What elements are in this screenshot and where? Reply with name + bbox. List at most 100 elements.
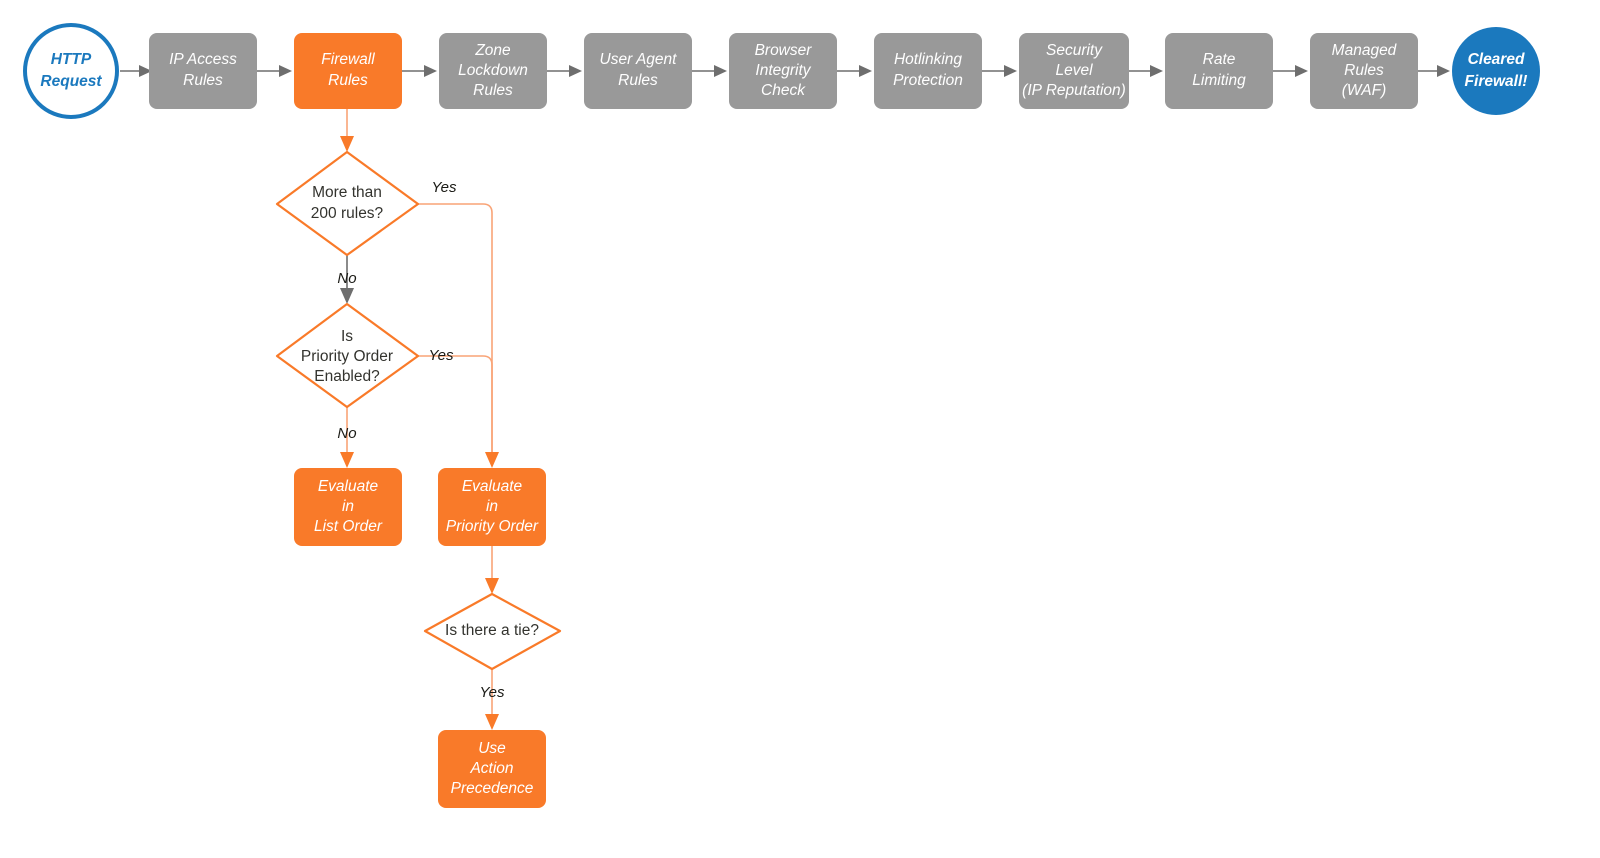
edge-label-priority-yes: Yes: [428, 347, 454, 364]
user-agent-rules-label-line1: User Agent: [600, 51, 678, 68]
browser-integrity-check-box: [729, 33, 837, 109]
zone-lockdown-rules-box: [439, 33, 547, 109]
connector-security-level-to-rate-limiting: [1128, 65, 1163, 77]
is-there-a-tie-diamond: [423, 592, 562, 671]
evaluate-in-priority-order-label-line1: Evaluate: [462, 478, 523, 495]
zone-lockdown-rules-label-line3: Rules: [473, 82, 513, 99]
managed-rules-waf-label-line3: (WAF): [1342, 82, 1386, 99]
browser-integrity-check-label-line2: Integrity: [755, 62, 811, 79]
rate-limiting-label-line2: Limiting: [1192, 72, 1246, 89]
zone-lockdown-rules-label-line2: Lockdown: [458, 62, 528, 79]
connector-hotlinking-to-security-level: [982, 65, 1017, 77]
connector-priority-yes: [418, 355, 493, 452]
branch-connectors: down to Evaluate in Priority Order --> I…: [340, 109, 499, 730]
rate-limiting-label-line1: Rate: [1203, 51, 1236, 68]
connector-browser-integrity-to-hotlinking: [837, 65, 872, 77]
use-action-precedence-label-line2: Action: [469, 760, 513, 777]
user-agent-rules-box: [584, 33, 692, 109]
connector-ip-access-to-firewall: [257, 65, 292, 77]
connector-rules200-yes: [418, 203, 499, 468]
edge-label-tie-yes: Yes: [479, 684, 505, 701]
node-evaluate-in-list-order[interactable]: Evaluate in List Order: [294, 468, 402, 546]
user-agent-rules-label-line2: Rules: [618, 72, 658, 89]
node-hotlinking-protection[interactable]: Hotlinking Protection: [874, 33, 982, 109]
connector-priority-no: [340, 407, 354, 468]
connector-user-agent-to-browser-integrity: [692, 65, 727, 77]
edge-label-rules200-yes: Yes: [431, 179, 457, 196]
firewall-rules-box: [294, 33, 402, 109]
more-than-200-rules-label-line2: 200 rules?: [311, 205, 384, 222]
managed-rules-waf-box: [1310, 33, 1418, 109]
connector-rules200-no: [340, 255, 354, 304]
cleared-firewall-label-line1: Cleared: [1468, 51, 1525, 68]
node-browser-integrity-check[interactable]: Browser Integrity Check: [729, 33, 837, 109]
zone-lockdown-rules-label-line1: Zone: [474, 42, 511, 59]
hotlinking-protection-label-line1: Hotlinking: [894, 51, 962, 68]
managed-rules-waf-label-line1: Managed: [1332, 42, 1398, 59]
node-http-request[interactable]: HTTP Request: [23, 23, 119, 119]
node-managed-rules-waf[interactable]: Managed Rules (WAF): [1310, 33, 1418, 109]
is-priority-order-enabled-label-line3: Enabled?: [314, 368, 380, 385]
edge-labels: Yes No Yes No Yes: [337, 179, 505, 701]
connector-tie-yes: [485, 669, 499, 730]
ip-access-rules-box: [149, 33, 257, 109]
connector-rate-limiting-to-managed-rules: [1273, 65, 1308, 77]
connector-firewall-to-rules200: [340, 109, 354, 152]
node-more-than-200-rules[interactable]: More than 200 rules?: [275, 150, 420, 257]
node-cleared-firewall[interactable]: Cleared Firewall!: [1452, 27, 1540, 115]
is-priority-order-enabled-label-line2: Priority Order: [301, 348, 393, 365]
managed-rules-waf-label-line2: Rules: [1344, 62, 1384, 79]
connector-priority-order-to-tie: [485, 546, 499, 594]
node-zone-lockdown-rules[interactable]: Zone Lockdown Rules: [439, 33, 547, 109]
evaluate-in-list-order-label-line1: Evaluate: [318, 478, 379, 495]
more-than-200-rules-diamond: [275, 150, 420, 257]
security-level-box: [1019, 33, 1129, 109]
ip-access-rules-label-line2: Rules: [183, 72, 223, 89]
http-request-label-line2: Request: [40, 73, 102, 90]
node-is-there-a-tie[interactable]: Is there a tie?: [423, 592, 562, 671]
connector-start-to-ip-access: [120, 65, 152, 77]
evaluate-in-list-order-label-line2: in: [342, 498, 354, 515]
edge-label-rules200-no: No: [337, 270, 356, 287]
use-action-precedence-label-line1: Use: [478, 740, 506, 757]
node-user-agent-rules[interactable]: User Agent Rules: [584, 33, 692, 109]
firewall-rules-label-line2: Rules: [328, 72, 368, 89]
connector-zone-lockdown-to-user-agent: [547, 65, 582, 77]
cleared-firewall-label-line2: Firewall!: [1465, 73, 1528, 90]
edge-label-priority-no: No: [337, 425, 356, 442]
connector-managed-rules-to-end: [1418, 65, 1450, 77]
security-level-label-line3: (IP Reputation): [1022, 82, 1126, 99]
pipeline-connectors: [120, 65, 1450, 77]
is-priority-order-enabled-diamond: [275, 302, 420, 409]
node-is-priority-order-enabled[interactable]: Is Priority Order Enabled?: [275, 302, 420, 409]
firewall-rules-label-line1: Firewall: [321, 51, 375, 68]
security-level-label-line1: Security: [1046, 42, 1103, 59]
rate-limiting-box: [1165, 33, 1273, 109]
evaluate-in-list-order-label-line3: List Order: [314, 518, 383, 535]
cleared-firewall-circle: [1452, 27, 1540, 115]
evaluate-in-priority-order-label-line3: Priority Order: [446, 518, 539, 535]
use-action-precedence-box: [438, 730, 546, 808]
node-security-level[interactable]: Security Level (IP Reputation): [1019, 33, 1129, 109]
evaluate-in-priority-order-box: [438, 468, 546, 546]
connector-firewall-to-zone-lockdown: [402, 65, 437, 77]
node-ip-access-rules[interactable]: IP Access Rules: [149, 33, 257, 109]
security-level-label-line2: Level: [1055, 62, 1093, 79]
http-request-label-line1: HTTP: [51, 51, 92, 68]
is-there-a-tie-label: Is there a tie?: [445, 622, 539, 639]
node-firewall-rules[interactable]: Firewall Rules: [294, 33, 402, 109]
evaluate-in-priority-order-label-line2: in: [486, 498, 498, 515]
node-evaluate-in-priority-order[interactable]: Evaluate in Priority Order: [438, 468, 546, 546]
hotlinking-protection-box: [874, 33, 982, 109]
ip-access-rules-label-line1: IP Access: [169, 51, 237, 68]
node-rate-limiting[interactable]: Rate Limiting: [1165, 33, 1273, 109]
evaluate-in-list-order-box: [294, 468, 402, 546]
node-use-action-precedence[interactable]: Use Action Precedence: [438, 730, 546, 808]
browser-integrity-check-label-line1: Browser: [755, 42, 813, 59]
use-action-precedence-label-line3: Precedence: [451, 780, 534, 797]
http-request-circle: [23, 23, 119, 119]
hotlinking-protection-label-line2: Protection: [893, 72, 963, 89]
more-than-200-rules-label-line1: More than: [312, 184, 382, 201]
